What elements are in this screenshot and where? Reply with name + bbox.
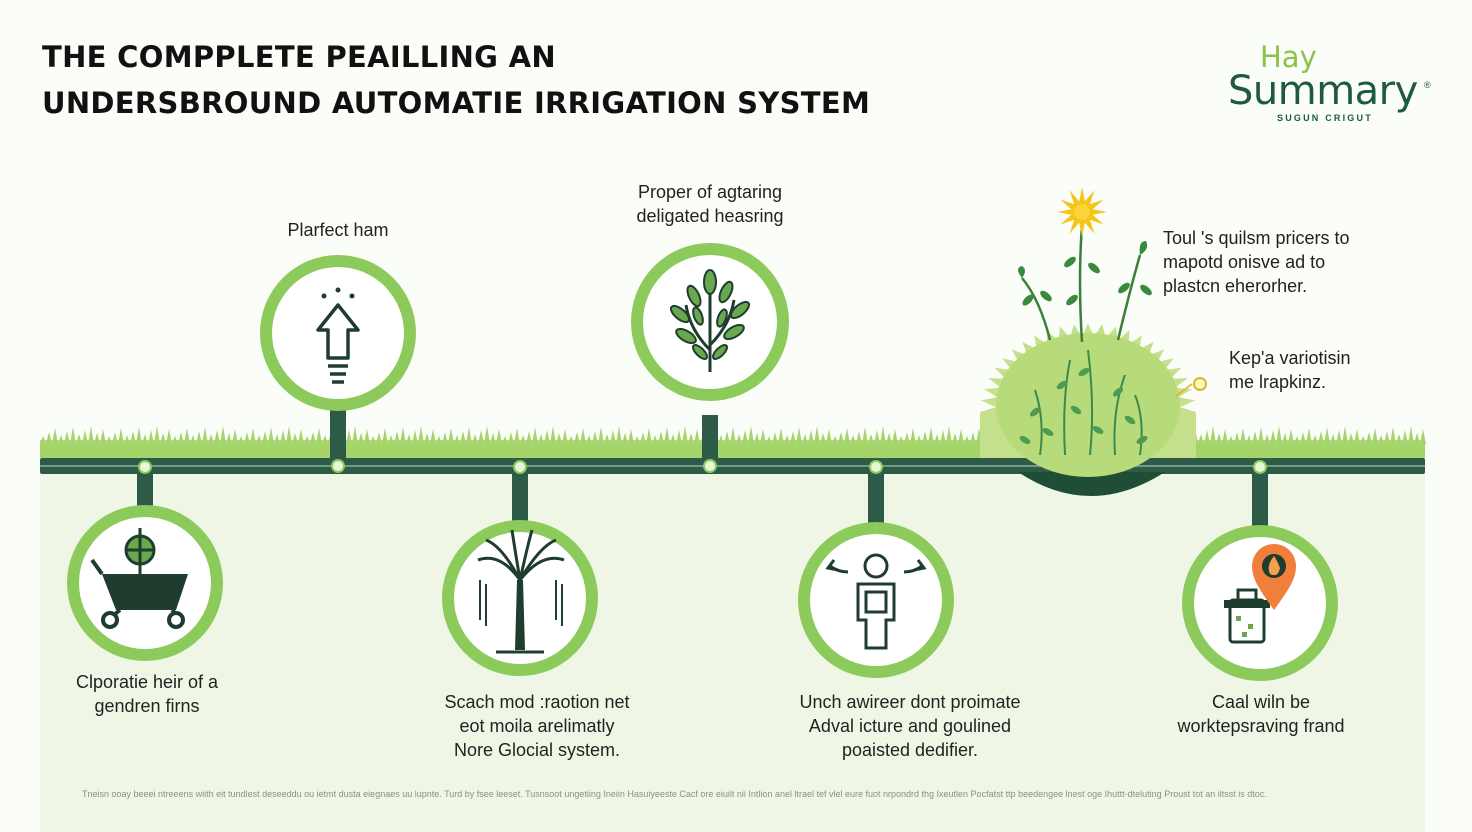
- step-label-palm: Scach mod :raotion net eot moila arelima…: [444, 690, 629, 762]
- side-note-line: plastcn eherorher.: [1163, 276, 1308, 296]
- main-pipe: [40, 458, 1425, 474]
- step-label-line: Scach mod :raotion net: [444, 692, 630, 712]
- step-label-line: poaisted dedifier.: [841, 740, 979, 760]
- step-label-tank: Caal wiln be worktepsraving frand: [1177, 690, 1344, 738]
- side-note-bottom: Kep'a variotisin me lrapkinz.: [1229, 346, 1351, 394]
- step-label-plant: Proper of agtaring deligated heasring: [636, 180, 783, 228]
- footnote-text: Tneisn ooay beeei ntreeens wiith eit tun…: [82, 789, 1267, 799]
- page-title: THE COMPPLETE PEAILLING AN UNDERSBROUND …: [42, 34, 870, 126]
- step-label-line: Adval icture and goulined: [808, 716, 1012, 736]
- sun-flower-icon: [1057, 187, 1107, 237]
- grass-strip: [40, 426, 1426, 458]
- side-note-line: Kep'a variotisin: [1229, 348, 1351, 368]
- side-note-line: me lrapkinz.: [1229, 372, 1327, 392]
- ground-area: [40, 470, 1425, 832]
- node-sprinkler: [260, 255, 416, 411]
- step-label-sprinkler: Plarfect ham: [287, 218, 388, 242]
- sprinkler-head-icon: [316, 287, 360, 384]
- step-label-line: eot moila arelimatly: [459, 716, 615, 736]
- water-tank-icon: [1224, 544, 1296, 644]
- step-label-line: Nore Glocial system.: [453, 740, 621, 760]
- logo-registered-mark: ®: [1424, 80, 1431, 90]
- palm-tree-icon: [477, 529, 565, 654]
- logo-wordmark: Summary: [1228, 68, 1418, 114]
- step-label-worker: Unch awireer dont proimate Adval icture …: [799, 690, 1020, 762]
- node-worker: [798, 522, 954, 678]
- worker-icon: [825, 553, 927, 650]
- wheelbarrow-icon: [90, 528, 188, 629]
- annotation-dot: [1193, 377, 1207, 391]
- side-note-line: Toul 's quilsm pricers to: [1163, 228, 1350, 248]
- title-line-2: UNDERSBROUND AUTOMATIE IRRIGATION SYSTEM: [42, 86, 871, 120]
- leafy-plant-icon: [669, 269, 751, 372]
- step-label-line: Plarfect ham: [287, 220, 389, 240]
- step-label-line: deligated heasring: [636, 206, 784, 226]
- step-label-line: Unch awireer dont proimate: [799, 692, 1021, 712]
- pipe-connectors: [137, 410, 1268, 534]
- logo-tagline: SUGUN CRIGUT: [1277, 113, 1373, 123]
- side-note-top: Toul 's quilsm pricers to mapotd onisve …: [1163, 226, 1350, 298]
- logo-small-text: Hay: [1260, 40, 1317, 74]
- step-label-line: Clporatie heir of a: [75, 672, 219, 692]
- step-label-line: Caal wiln be: [1211, 692, 1311, 712]
- step-label-line: gendren firns: [94, 696, 200, 716]
- step-label-wheelbarrow: Clporatie heir of a gendren firns: [76, 670, 218, 718]
- step-label-line: worktepsraving frand: [1177, 716, 1345, 736]
- step-label-line: Proper of agtaring: [637, 182, 783, 202]
- brand-logo: Hay Summary ® SUGUN CRIGUT: [1222, 40, 1442, 130]
- title-line-1: THE COMPPLETE PEAILLING AN: [42, 40, 556, 74]
- plant-mound: [980, 187, 1207, 496]
- side-note-line: mapotd onisve ad to: [1163, 252, 1326, 272]
